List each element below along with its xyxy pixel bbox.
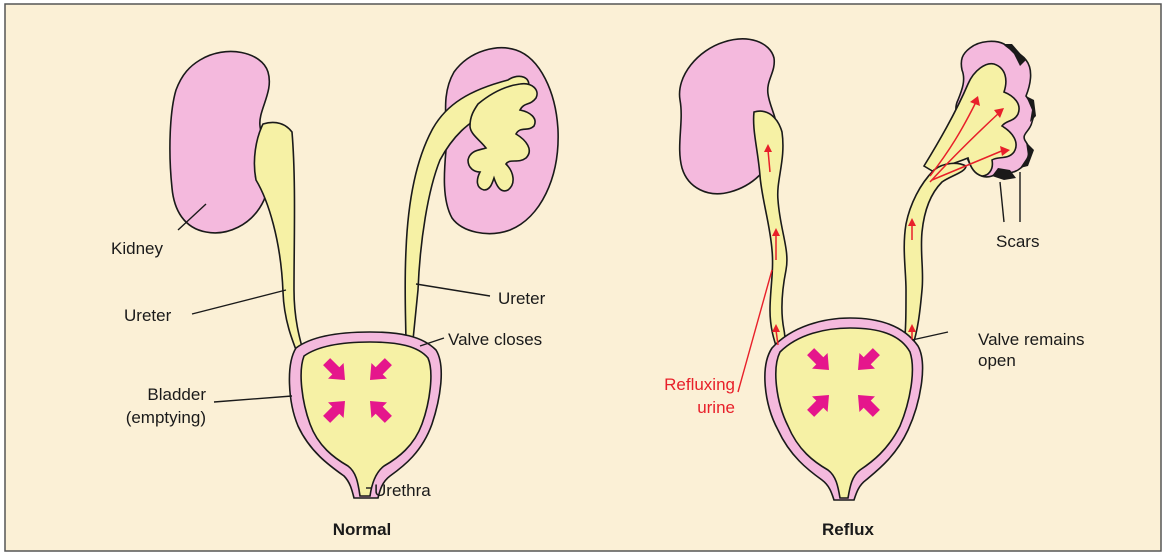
valve-open-label: open bbox=[978, 351, 1016, 370]
ureter-right-label: Ureter bbox=[498, 289, 546, 308]
kidney-label: Kidney bbox=[111, 239, 163, 258]
left-kidney bbox=[170, 51, 269, 232]
refluxing-label: Refluxing bbox=[664, 375, 735, 394]
valve-remains-label: Valve remains bbox=[978, 330, 1084, 349]
urine-label: urine bbox=[697, 398, 735, 417]
reflux-caption: Reflux bbox=[822, 520, 875, 539]
bladder-label: Bladder bbox=[147, 385, 206, 404]
ureter-left-label: Ureter bbox=[124, 306, 172, 325]
urethra-label: Urethra bbox=[374, 481, 431, 500]
scars-label: Scars bbox=[996, 232, 1039, 251]
valve-closes-label: Valve closes bbox=[448, 330, 542, 349]
normal-caption: Normal bbox=[333, 520, 392, 539]
bladder-sub-label: (emptying) bbox=[126, 408, 206, 427]
